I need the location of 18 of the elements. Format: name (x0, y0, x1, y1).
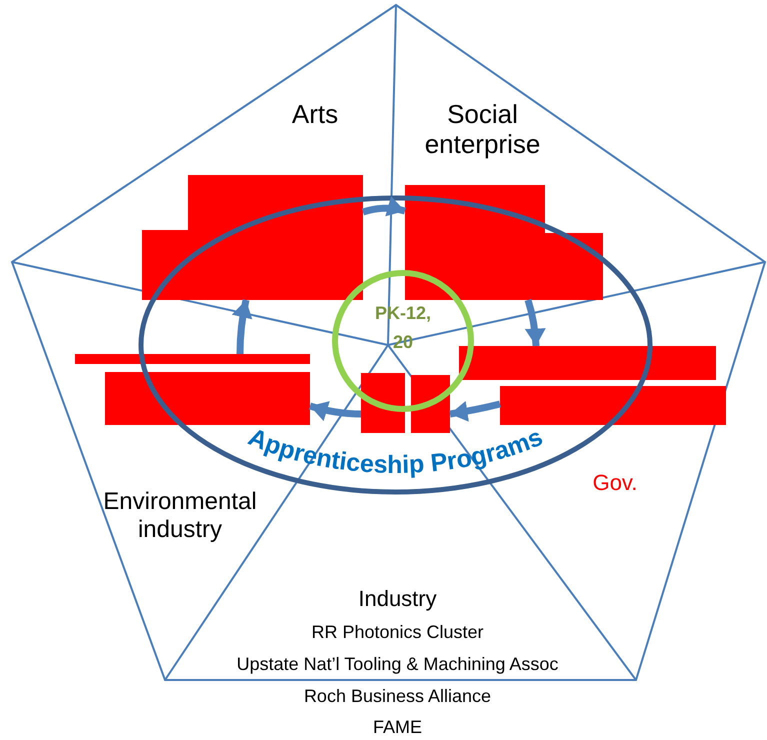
member-label: RR Photonics Cluster (310, 622, 485, 643)
member-label: Roch Business Alliance (302, 686, 492, 706)
member-label: FAME (372, 717, 423, 738)
redaction-block (75, 354, 310, 425)
redaction-block (459, 346, 726, 425)
redaction-block (405, 185, 603, 300)
sector-label: Gov. (592, 470, 638, 496)
curved-arrow (524, 298, 546, 346)
member-label: Upstate Nat’l Tooling & Machining Assoc (236, 654, 560, 675)
curved-arrow (362, 196, 406, 217)
curved-arrow (449, 400, 501, 422)
sector-label: Environmental industry (102, 488, 258, 544)
sector-label: Industry (357, 586, 438, 612)
sector-label: Social enterprise (424, 100, 542, 160)
curved-arrow (232, 299, 252, 354)
sector-label: Arts (290, 100, 340, 130)
redaction-block (142, 175, 363, 300)
curved-arrow (309, 400, 362, 422)
